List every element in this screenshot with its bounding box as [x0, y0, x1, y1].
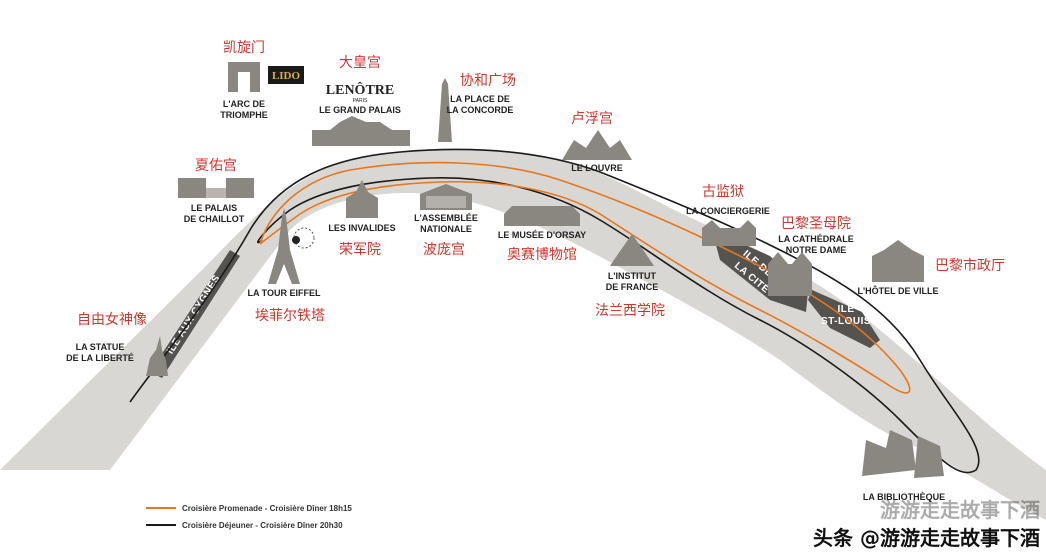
notre-dame-label-1: LA CATHÉDRALE — [778, 234, 854, 244]
concorde-label-2: LA CONCORDE — [447, 105, 514, 115]
hotel-de-ville-label: L'HÔTEL DE VILLE — [858, 285, 939, 296]
conciergerie-cn-label: 古监狱 — [702, 184, 744, 200]
legend: Croisière Promenade - Croisière Dîner 18… — [146, 504, 352, 530]
liberte-cn-label: 自由女神像 — [77, 311, 147, 328]
lido-logo-text: LIDO — [272, 70, 301, 82]
louvre-cn-label: 卢浮宫 — [571, 111, 613, 127]
chaillot-cn-label: 夏佑宫 — [195, 158, 237, 174]
chaillot-icon — [178, 178, 254, 198]
lido-logo-icon: LIDO — [268, 66, 304, 84]
grand-palais-label: LE GRAND PALAIS — [319, 105, 401, 115]
island-stlouis-label-2: ST-LOUIS — [821, 316, 871, 327]
arc-de-triomphe-icon — [228, 62, 260, 92]
assemblee-label-2: NATIONALE — [420, 224, 472, 234]
orsay-label: LE MUSÉE D'ORSAY — [498, 230, 586, 240]
hotel-de-ville-cn-label: 巴黎市政厅 — [935, 257, 1005, 274]
concorde-cn-label: 协和广场 — [460, 73, 516, 89]
bibliotheque-label: LA BIBLIOTHÈQUE — [863, 492, 945, 502]
route-promenade — [259, 161, 911, 394]
notre-dame-icon — [768, 252, 812, 296]
invalides-icon — [346, 180, 378, 218]
eiffel-tower-icon — [268, 208, 300, 284]
watermark-bottom: 头条 @游游走走故事下酒 — [813, 526, 1040, 550]
conciergerie-icon — [702, 220, 756, 246]
liberte-label-1: LA STATUE — [76, 342, 125, 352]
concorde-obelisk-icon — [438, 78, 452, 142]
hotel-de-ville-icon — [872, 240, 924, 282]
invalides-cn-label: 荣军院 — [339, 242, 381, 258]
statue-liberty-icon — [146, 336, 168, 376]
assemblee-cn-label: 波庞宫 — [423, 242, 465, 258]
orsay-cn-label: 奥赛博物馆 — [507, 246, 577, 263]
orsay-icon — [504, 206, 580, 226]
lenotre-logo-sub: PARIS — [353, 98, 368, 104]
watermark-top: 游游走走故事下酒 — [880, 498, 1040, 522]
institut-cn-label: 法兰西学院 — [595, 303, 665, 319]
assemblee-icon — [420, 184, 472, 210]
chaillot-label-1: LE PALAIS — [191, 203, 237, 213]
chaillot-label-2: DE CHAILLOT — [184, 214, 245, 224]
eiffel-label: LA TOUR EIFFEL — [248, 288, 322, 298]
concorde-label-1: LA PLACE DE — [450, 94, 510, 104]
island-stlouis-label-1: ILE — [837, 304, 854, 315]
arc-cn-label: 凯旋门 — [223, 40, 265, 56]
arc-label-1: L'ARC DE — [223, 99, 265, 109]
legend-text-promenade: Croisière Promenade - Croisière Dîner 18… — [182, 504, 352, 513]
invalides-label: LES INVALIDES — [328, 223, 395, 233]
louvre-icon — [562, 130, 632, 160]
grand-palais-cn-label: 大皇宫 — [339, 55, 381, 71]
assemblee-label-1: L'ASSEMBLÉE — [414, 213, 478, 223]
louvre-label: LE LOUVRE — [571, 163, 623, 173]
liberte-label-2: DE LA LIBERTÉ — [66, 353, 134, 363]
conciergerie-label: LA CONCIERGERIE — [686, 206, 770, 216]
lenotre-logo: LENÔTRE — [326, 81, 394, 98]
arc-label-2: TRIOMPHE — [220, 110, 268, 120]
route-dejeuner — [129, 148, 980, 474]
grand-palais-icon — [312, 116, 410, 146]
bibliotheque-icon — [862, 430, 944, 478]
notre-dame-label-2: NOTRE DAME — [786, 245, 847, 255]
notre-dame-cn-label: 巴黎圣母院 — [781, 216, 851, 232]
legend-text-dejeuner: Croisière Déjeuner - Croisière Dîner 20h… — [182, 521, 343, 530]
institut-icon — [610, 234, 654, 266]
eiffel-cn-label: 埃菲尔铁塔 — [255, 308, 325, 324]
institut-label-1: L'INSTITUT — [608, 271, 657, 281]
institut-label-2: DE FRANCE — [606, 282, 659, 292]
bateaux-parisiens-logo-icon — [292, 227, 315, 249]
